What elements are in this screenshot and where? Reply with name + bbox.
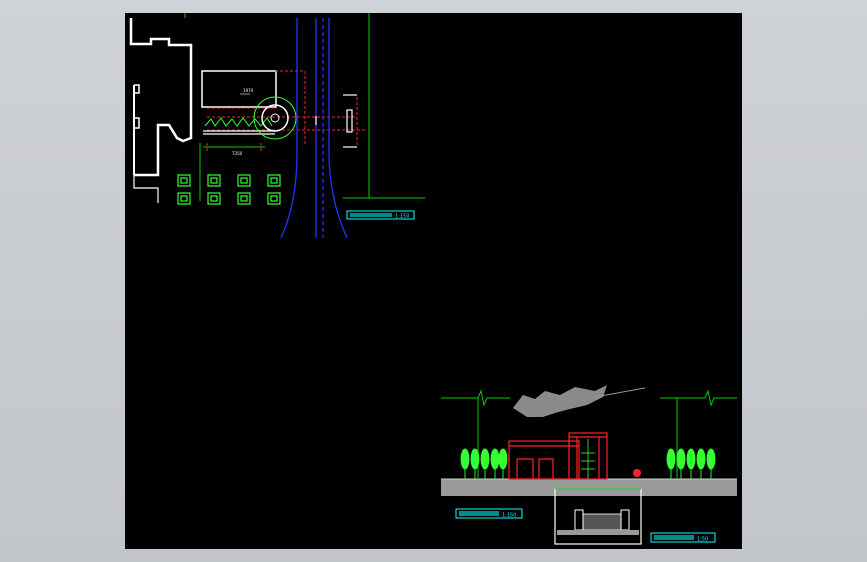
front-elevation: 1:150 <box>441 385 737 519</box>
guardhouse-outline <box>201 70 277 108</box>
front-title-box <box>455 508 523 519</box>
dim-bottom: 7350 <box>232 151 243 156</box>
background-ridge <box>594 387 646 398</box>
gatehouse-details <box>581 439 595 479</box>
gate-pivot <box>261 104 289 132</box>
planter-grid <box>177 174 281 205</box>
fence-pillar-right <box>620 509 630 531</box>
building-step-2 <box>134 117 140 129</box>
break-line-right <box>660 389 737 407</box>
front-title-glyphs <box>459 511 499 516</box>
background-tree-mass <box>513 385 607 417</box>
side-title-glyphs <box>654 535 694 540</box>
tree-row-right <box>666 448 716 479</box>
building-step <box>134 84 140 94</box>
gate-markers <box>315 94 357 148</box>
road <box>280 18 348 239</box>
drawing-sheet: 1970 7350 <box>129 13 737 545</box>
gatehouse-elevation <box>508 432 608 480</box>
hedge-row <box>204 117 273 127</box>
ground-strip <box>441 479 737 496</box>
room-tag: 1970 <box>243 88 254 93</box>
gate-pivot-core <box>270 113 280 123</box>
building-lower-wall <box>133 175 159 203</box>
tree-row-left <box>460 448 508 479</box>
fence-panel <box>582 513 622 531</box>
plan-title-glyphs <box>350 213 392 217</box>
building-outline <box>129 18 193 177</box>
side-scale-label: 1:50 <box>697 537 708 543</box>
front-scale-label: 1:150 <box>502 513 516 519</box>
cad-drawing-canvas[interactable]: 1970 7350 <box>125 13 742 549</box>
break-line-left <box>441 389 510 407</box>
site-plan: 1970 7350 <box>129 13 425 239</box>
fence-pillar-left <box>574 509 584 531</box>
side-elevation: 1:50 <box>554 488 716 545</box>
plan-title-box <box>346 210 415 220</box>
gate-pivot-outer <box>253 96 297 140</box>
side-ground <box>557 530 639 535</box>
plan-scale-label: 1:150 <box>395 214 409 220</box>
side-title-box <box>650 532 716 543</box>
red-shrub <box>633 469 641 477</box>
hidden-lines <box>206 70 367 151</box>
axis-lines <box>184 13 425 201</box>
